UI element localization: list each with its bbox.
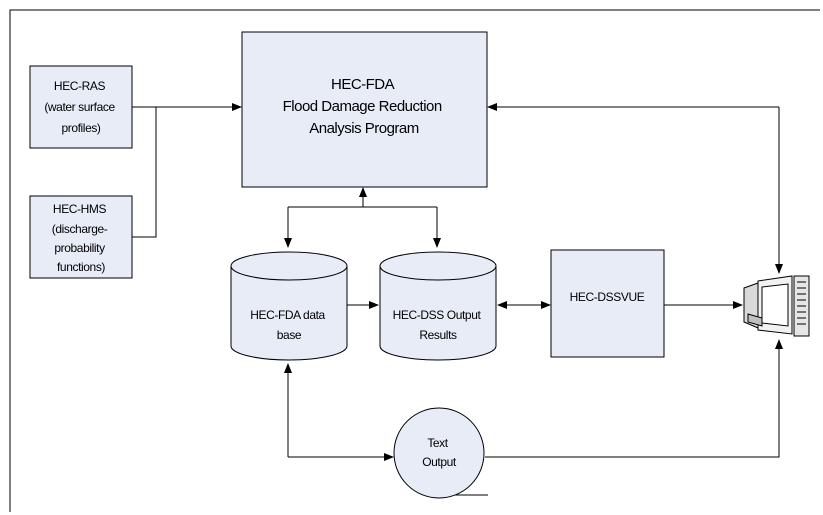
dss-output-node: HEC-DSS Output Results <box>379 251 497 361</box>
hec-hms-label-line: probability <box>54 241 105 255</box>
text-output-node: Text Output <box>393 407 485 499</box>
hec-fda-label-line: HEC-FDA <box>331 76 395 93</box>
hec-ras-node: HEC-RAS (water surface profiles) <box>29 65 133 149</box>
hec-hms-label-line: HEC-HMS <box>53 202 107 216</box>
hec-ras-label-line: HEC-RAS <box>54 79 106 93</box>
dss-output-label-line: HEC-DSS Output <box>393 308 482 322</box>
text-output-label-line: Text <box>427 436 448 450</box>
connectors <box>132 103 783 496</box>
hec-ras-label-line: (water surface <box>44 100 115 114</box>
hec-hms-label-line: (discharge- <box>52 222 108 236</box>
dssvue-label: HEC-DSSVUE <box>570 290 645 304</box>
text-output-label-line: Output <box>422 455 457 469</box>
dss-output-label-line: Results <box>419 328 457 342</box>
svg-text:HEC-DSS Output Results: HEC-DSS Output Results <box>393 308 484 342</box>
computer-workstation-icon <box>743 275 810 337</box>
hec-fda-label-line: Analysis Program <box>309 120 419 137</box>
fda-database-label-line: HEC-FDA data <box>250 308 325 322</box>
fda-database-node: HEC-FDA data base <box>230 251 348 361</box>
diagram-frame <box>9 9 820 512</box>
svg-text:HEC-FDA Flood Damage Red: HEC-FDA Flood Damage Reduction Analysis … <box>283 76 446 137</box>
svg-text:HEC-FDA data base: HEC-FDA data base <box>250 308 328 342</box>
dssvue-node: HEC-DSSVUE <box>550 249 665 358</box>
text-output-to-computer-connector <box>485 339 783 458</box>
hec-fda-label-line: Flood Damage Reduction <box>283 98 442 115</box>
hec-hms-node: HEC-HMS (discharge- probability function… <box>29 195 133 279</box>
hms-to-fda-connector <box>132 107 157 238</box>
svg-text:Text Output: Text Output <box>422 436 457 469</box>
svg-text:HEC-RAS (water surface: HEC-RAS (water surface profiles) <box>44 79 117 135</box>
hec-fda-node: HEC-FDA Flood Damage Reduction Analysis … <box>241 31 488 188</box>
hec-ras-label-line: profiles) <box>61 121 100 135</box>
hec-hms-label-line: functions) <box>57 260 105 274</box>
fda-database-label-line: base <box>277 328 302 342</box>
svg-text:HEC-DSSVUE: HEC-DSSVUE <box>570 290 645 304</box>
svg-text:HEC-HMS (discharge-: HEC-HMS (discharge- probability function… <box>52 202 111 274</box>
